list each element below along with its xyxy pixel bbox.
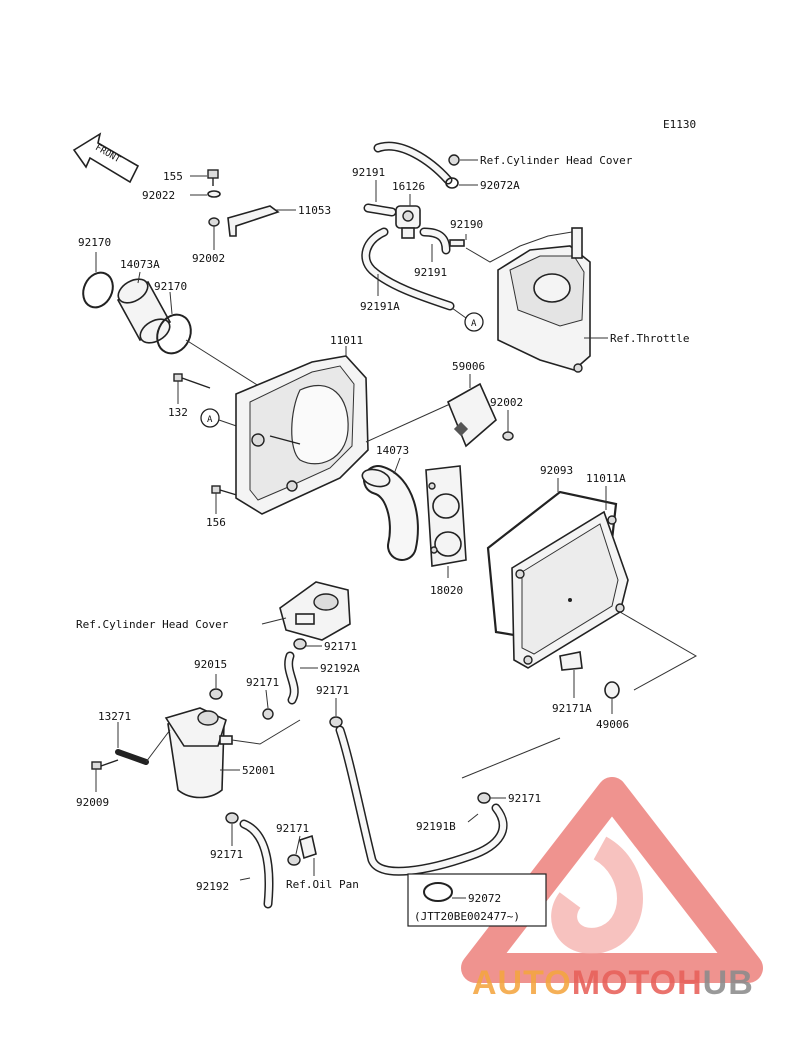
svg-text:92191A: 92191A: [360, 300, 400, 313]
front-arrow-icon: FRONT: [72, 132, 140, 184]
ref-throttle: Ref.Throttle: [610, 332, 689, 345]
svg-text:156: 156: [206, 516, 226, 529]
grommet-92002-top: [208, 217, 220, 227]
valve-16126: [395, 205, 421, 239]
svg-text:18020: 18020: [430, 584, 463, 597]
svg-text:92171A: 92171A: [552, 702, 592, 715]
clamp-92072: [423, 882, 453, 902]
svg-text:92072: 92072: [468, 892, 501, 905]
ref-oil-pan: Ref.Oil Pan: [286, 878, 359, 891]
serial-range: (JTT20BE002477~): [414, 910, 520, 923]
grommet-92015: [209, 688, 223, 700]
clamp-92171-e: [287, 854, 301, 866]
svg-text:92192A: 92192A: [320, 662, 360, 675]
svg-text:13271: 13271: [98, 710, 131, 723]
svg-text:92171: 92171: [324, 640, 357, 653]
washer-92022: [207, 190, 221, 198]
marker-a-left: [200, 408, 220, 428]
diagram-code: E1130: [663, 118, 696, 131]
plate-18020: [425, 465, 467, 567]
svg-text:92171: 92171: [246, 676, 279, 689]
bracket-11053: [227, 205, 280, 237]
svg-text:59006: 59006: [452, 360, 485, 373]
clamp-92171-a: [293, 638, 307, 650]
svg-text:92170: 92170: [154, 280, 187, 293]
svg-text:92093: 92093: [540, 464, 573, 477]
clip-92171A: [559, 651, 583, 671]
svg-text:A: A: [471, 319, 477, 329]
clamp-92171-f: [477, 792, 491, 804]
svg-text:11011: 11011: [330, 334, 363, 347]
clamp-92171-d: [225, 812, 239, 824]
svg-text:92191: 92191: [352, 166, 385, 179]
bolt-132: [173, 373, 211, 389]
damper-49006: [604, 681, 620, 699]
gasket-59006: [446, 382, 497, 448]
svg-text:92170: 92170: [78, 236, 111, 249]
svg-text:92171: 92171: [276, 822, 309, 835]
svg-text:16126: 16126: [392, 180, 425, 193]
watermark-wordmark: AUTOMOTOHUB: [472, 964, 754, 1002]
pin-13271: [115, 749, 149, 765]
throttle-body: [497, 227, 591, 373]
ref-cylinder-head-mid: Ref.Cylinder Head Cover: [76, 618, 229, 631]
clamp-92170-right: [156, 313, 192, 355]
svg-text:92171: 92171: [316, 684, 349, 697]
svg-text:92191: 92191: [414, 266, 447, 279]
ref-cylinder-head-top: Ref.Cylinder Head Cover: [480, 154, 633, 167]
clamp-92171-b: [262, 708, 274, 720]
svg-text:A: A: [207, 415, 213, 425]
svg-text:52001: 52001: [242, 764, 275, 777]
duct-14073A: [116, 278, 172, 344]
svg-text:92190: 92190: [450, 218, 483, 231]
svg-text:49006: 49006: [596, 718, 629, 731]
variant-box: 92072 (JTT20BE002477~): [407, 873, 547, 927]
svg-text:132: 132: [168, 406, 188, 419]
clamp-92171-c: [329, 716, 343, 728]
svg-text:92002: 92002: [490, 396, 523, 409]
svg-text:92002: 92002: [192, 252, 225, 265]
grommet-92002-mid: [502, 431, 514, 441]
breather-fitting-cyl-head: [279, 581, 351, 641]
svg-text:AUTOMOTOHUB: AUTOMOTOHUB: [472, 964, 754, 1002]
svg-text:92191B: 92191B: [416, 820, 456, 833]
svg-text:92171: 92171: [210, 848, 243, 861]
svg-text:11053: 11053: [298, 204, 331, 217]
svg-text:11011A: 11011A: [586, 472, 626, 485]
marker-a-right: [464, 312, 484, 332]
svg-text:92072A: 92072A: [480, 179, 520, 192]
svg-text:92192: 92192: [196, 880, 229, 893]
svg-text:14073: 14073: [376, 444, 409, 457]
bolt-92009: [91, 759, 119, 770]
oil-pan-fitting: [299, 834, 317, 860]
svg-text:92022: 92022: [142, 189, 175, 202]
pipe-92190: [449, 239, 465, 247]
svg-text:92171: 92171: [508, 792, 541, 805]
svg-text:92009: 92009: [76, 796, 109, 809]
svg-text:14073A: 14073A: [120, 258, 160, 271]
bolt-155: [207, 169, 219, 186]
cover-11011A: [511, 510, 629, 669]
clamp-92170-left: [82, 271, 114, 309]
svg-text:155: 155: [163, 170, 183, 183]
separator-52001: [164, 707, 233, 799]
svg-text:92015: 92015: [194, 658, 227, 671]
air-cleaner-housing-11011: [235, 355, 369, 515]
